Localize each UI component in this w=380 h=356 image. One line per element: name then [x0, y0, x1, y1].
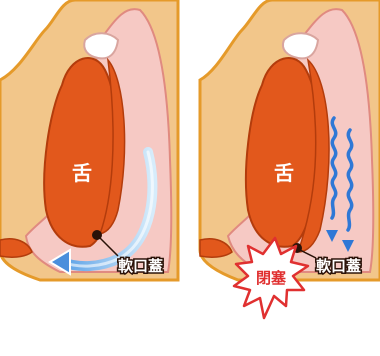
upper-palate-tissue [84, 33, 118, 58]
panel-blocked-airway: 舌 軟口蓋 閉塞 [200, 0, 380, 318]
tongue-label: 舌 [72, 161, 92, 185]
soft-palate-label: 軟口蓋 [118, 257, 163, 275]
panel-open-airway: 舌 軟口蓋 [0, 0, 178, 280]
obstruction-label: 閉塞 [256, 269, 287, 287]
soft-palate-label: 軟口蓋 [316, 257, 361, 275]
tongue-label: 舌 [274, 161, 294, 185]
upper-palate-tissue [283, 33, 318, 58]
